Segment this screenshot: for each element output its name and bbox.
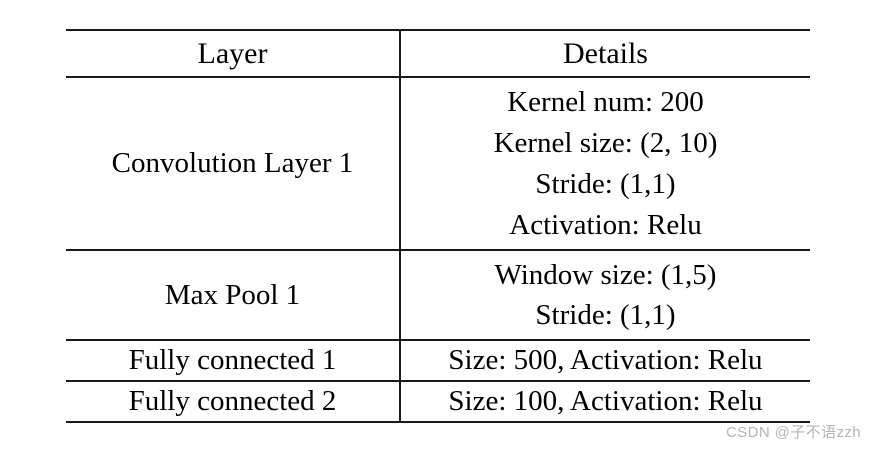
cell-layer-name: Max Pool 1 (66, 250, 401, 341)
detail-line-group: Kernel num: 200 Kernel size: (2, 10) Str… (401, 82, 810, 246)
detail-line: Kernel size: (2, 10) (493, 126, 718, 159)
cell-layer-details: Size: 100, Activation: Relu (400, 381, 810, 423)
detail-line: Stride: (1,1) (535, 299, 676, 331)
cell-layer-details: Size: 500, Activation: Relu (400, 340, 810, 382)
detail-line: Size: 100, Activation: Relu (448, 385, 763, 417)
detail-line: Size: 500, Activation: Relu (448, 344, 763, 376)
layer-name-text: Convolution Layer 1 (111, 147, 354, 179)
cell-layer-name: Fully connected 1 (66, 340, 401, 382)
detail-line: Kernel num: 200 (507, 85, 704, 118)
table-body: Convolution Layer 1 Kernel num: 200 Kern… (66, 77, 810, 423)
cell-layer-details: Window size: (1,5) Stride: (1,1) (400, 250, 810, 341)
network-architecture-table: Layer Details Convolution Layer 1 Kernel… (66, 29, 810, 423)
cell-layer-name: Fully connected 2 (66, 381, 401, 423)
table-row: Convolution Layer 1 Kernel num: 200 Kern… (66, 77, 810, 251)
cell-layer-details: Kernel num: 200 Kernel size: (2, 10) Str… (400, 77, 810, 251)
detail-line: Window size: (1,5) (494, 259, 717, 291)
layer-name-text: Fully connected 1 (128, 344, 337, 376)
column-header-layer: Layer (66, 29, 401, 78)
table-header: Layer Details (66, 29, 810, 78)
table-header-row: Layer Details (66, 29, 810, 78)
column-header-details: Details (400, 29, 810, 78)
detail-line: Stride: (1,1) (535, 167, 676, 200)
detail-line-group: Window size: (1,5) Stride: (1,1) (401, 255, 810, 335)
table-row: Max Pool 1 Window size: (1,5) Stride: (1… (66, 250, 810, 341)
detail-line: Activation: Relu (509, 208, 702, 241)
layer-name-text: Max Pool 1 (164, 278, 301, 311)
layer-name-text: Fully connected 2 (128, 385, 337, 417)
csdn-watermark: CSDN @子不语zzh (725, 424, 861, 441)
table-row: Fully connected 2 Size: 100, Activation:… (66, 381, 810, 423)
cell-layer-name: Convolution Layer 1 (66, 77, 401, 251)
table-row: Fully connected 1 Size: 500, Activation:… (66, 340, 810, 382)
